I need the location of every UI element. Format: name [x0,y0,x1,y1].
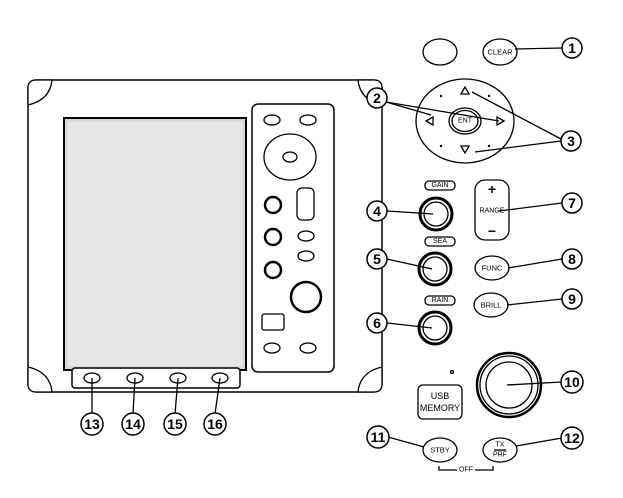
mini-control-panel [251,103,335,373]
callout-15: 15 [163,412,187,436]
svg-text:3: 3 [567,133,575,149]
usb-memory-cover[interactable]: USB MEMORY [417,384,463,420]
svg-text:4: 4 [373,203,381,219]
callout-10: 10 [560,370,584,394]
func-label: FUNC [482,264,503,273]
svg-text:14: 14 [125,416,141,432]
brill-label: BRILL [481,301,502,310]
softkey-4[interactable] [211,372,229,384]
clear-button[interactable]: CLEAR [482,38,518,66]
leader-lines [385,47,563,448]
rain-knob[interactable] [417,310,453,346]
brill-button[interactable]: BRILL [473,292,509,318]
tx-prf-button[interactable]: TX PRF [482,437,518,463]
svg-text:10: 10 [564,374,580,390]
range-plus[interactable]: + [488,181,496,197]
range-label: RANGE [480,208,505,215]
svg-text:15: 15 [167,416,183,432]
svg-text:6: 6 [373,315,381,331]
arrow-down-icon[interactable] [459,145,471,155]
sea-knob[interactable] [417,251,453,287]
svg-text:2: 2 [373,90,381,106]
arrow-left-icon[interactable] [424,115,434,127]
stby-button[interactable]: STBY [422,437,458,463]
callout-8: 8 [561,248,583,270]
svg-text:8: 8 [568,251,576,267]
ent-button[interactable]: ENT [448,107,482,135]
clear-label: CLEAR [487,48,513,57]
softkey-strip [71,367,241,389]
ent-label: ENT [458,118,473,125]
callout-3: 3 [560,130,582,152]
usb-label: USB [431,391,450,401]
gain-label: GAIN [431,182,448,189]
callout-6: 6 [366,312,388,334]
indicator-led [449,369,455,375]
svg-text:9: 9 [568,291,576,307]
corner-tl [27,79,53,106]
blank-key[interactable] [422,38,458,66]
callout-7: 7 [561,192,583,214]
sea-label: SEA [433,238,447,245]
svg-text:16: 16 [207,416,223,432]
radar-unit [27,79,383,415]
svg-text:5: 5 [373,251,381,267]
callout-16: 16 [203,412,227,436]
svg-text:12: 12 [564,430,580,446]
corner-bl [27,366,53,393]
callout-4: 4 [366,200,388,222]
callout-2: 2 [366,87,388,109]
callout-9: 9 [561,288,583,310]
tx-label: TX [496,442,505,449]
callout-12: 12 [560,426,584,450]
memory-label: MEMORY [420,403,460,413]
callout-14: 14 [121,412,145,436]
callout-13: 13 [80,412,104,436]
prf-label: PRF [493,452,507,459]
svg-text:13: 13 [84,416,100,432]
range-minus[interactable]: − [488,223,496,239]
arrow-up-icon[interactable] [459,85,471,95]
svg-text:1: 1 [568,40,576,56]
callout-5: 5 [366,248,388,270]
corner-br [357,366,383,393]
callouts: 1 2 3 4 5 6 7 8 9 10 11 12 13 14 15 16 [80,37,584,450]
svg-text:7: 7 [568,195,576,211]
rain-label: RAIN [432,297,449,304]
func-button[interactable]: FUNC [474,255,510,281]
callout-1: 1 [561,37,583,59]
svg-text:11: 11 [371,429,386,445]
enlarged-panel: CLEAR ENT GAIN + RANGE − [415,38,543,474]
off-label: OFF [459,467,473,474]
stby-label: STBY [430,446,450,455]
callout-11: 11 [366,425,390,449]
